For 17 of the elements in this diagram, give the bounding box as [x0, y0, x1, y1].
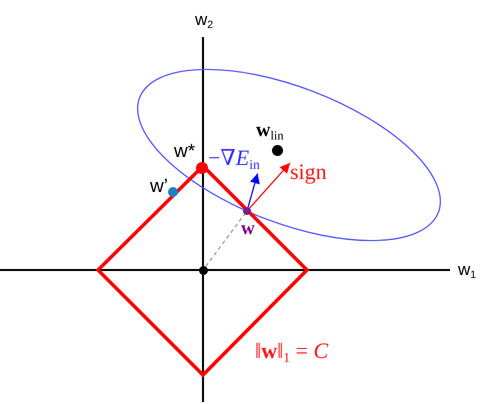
arrow	[249, 162, 290, 208]
point-label: w$_{lin}$	[256, 118, 284, 144]
point-marker	[168, 187, 178, 197]
axis-label: w$_{1}$	[458, 260, 476, 282]
point-label: w’	[150, 177, 168, 196]
axis-label: w$_{2}$	[195, 10, 214, 32]
point-marker	[272, 144, 282, 156]
constraint-formula: ‖w‖$_{1}$ = C	[255, 338, 328, 366]
point-label: w	[241, 219, 255, 238]
point-label: w*	[174, 142, 196, 161]
point-marker	[243, 207, 251, 215]
vector-label: sign	[290, 159, 327, 186]
vector-label: −∇E$_{in}$	[208, 145, 260, 174]
arrow	[248, 173, 260, 208]
point-marker	[196, 162, 208, 174]
origin-point	[198, 266, 208, 274]
connector-line	[205, 214, 246, 267]
